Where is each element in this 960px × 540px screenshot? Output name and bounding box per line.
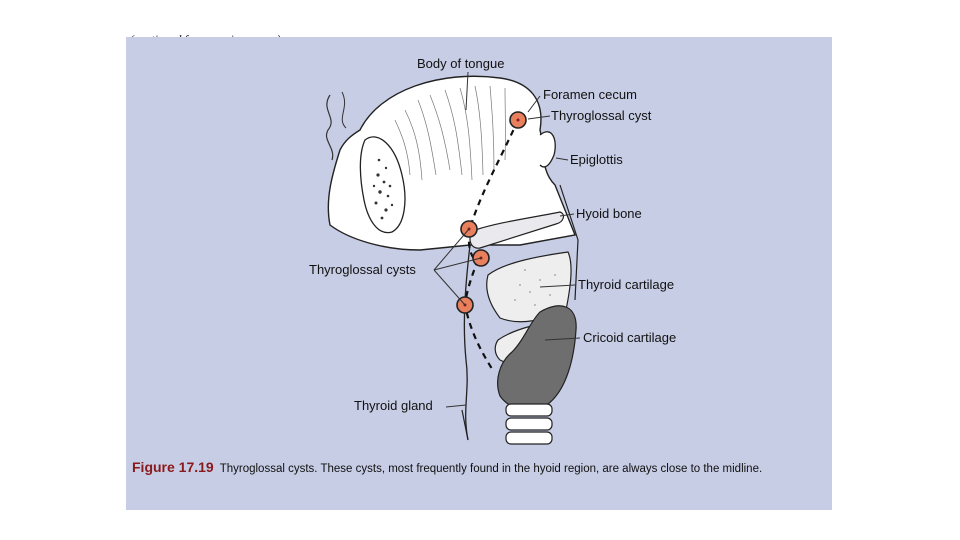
caption-text: Thyroglossal cysts. These cysts, most fr… <box>219 463 763 475</box>
label-hyoid-bone: Hyoid bone <box>576 206 642 221</box>
figure-number: Figure 17.19 <box>132 459 214 475</box>
figure-caption: Figure 17.19 Thyroglossal cysts. These cy… <box>132 458 832 478</box>
label-thyroglossal-cysts: Thyroglossal cysts <box>309 262 416 277</box>
trachea-rings <box>505 403 553 445</box>
label-foramen-cecum: Foramen cecum <box>543 87 637 102</box>
hyoid-bone-shape <box>469 211 565 249</box>
label-cricoid-cartilage: Cricoid cartilage <box>583 330 677 345</box>
label-thyroid-cartilage: Thyroid cartilage <box>578 277 675 292</box>
label-epiglottis: Epiglottis <box>570 152 623 167</box>
neck-outline <box>463 244 471 441</box>
label-body-of-tongue: Body of tongue <box>417 56 505 71</box>
label-thyroglossal-cyst: Thyroglossal cyst <box>551 108 652 123</box>
epiglottis-shape <box>539 131 556 168</box>
label-thyroid-gland: Thyroid gland <box>354 398 433 413</box>
mandible-bone <box>359 136 406 234</box>
